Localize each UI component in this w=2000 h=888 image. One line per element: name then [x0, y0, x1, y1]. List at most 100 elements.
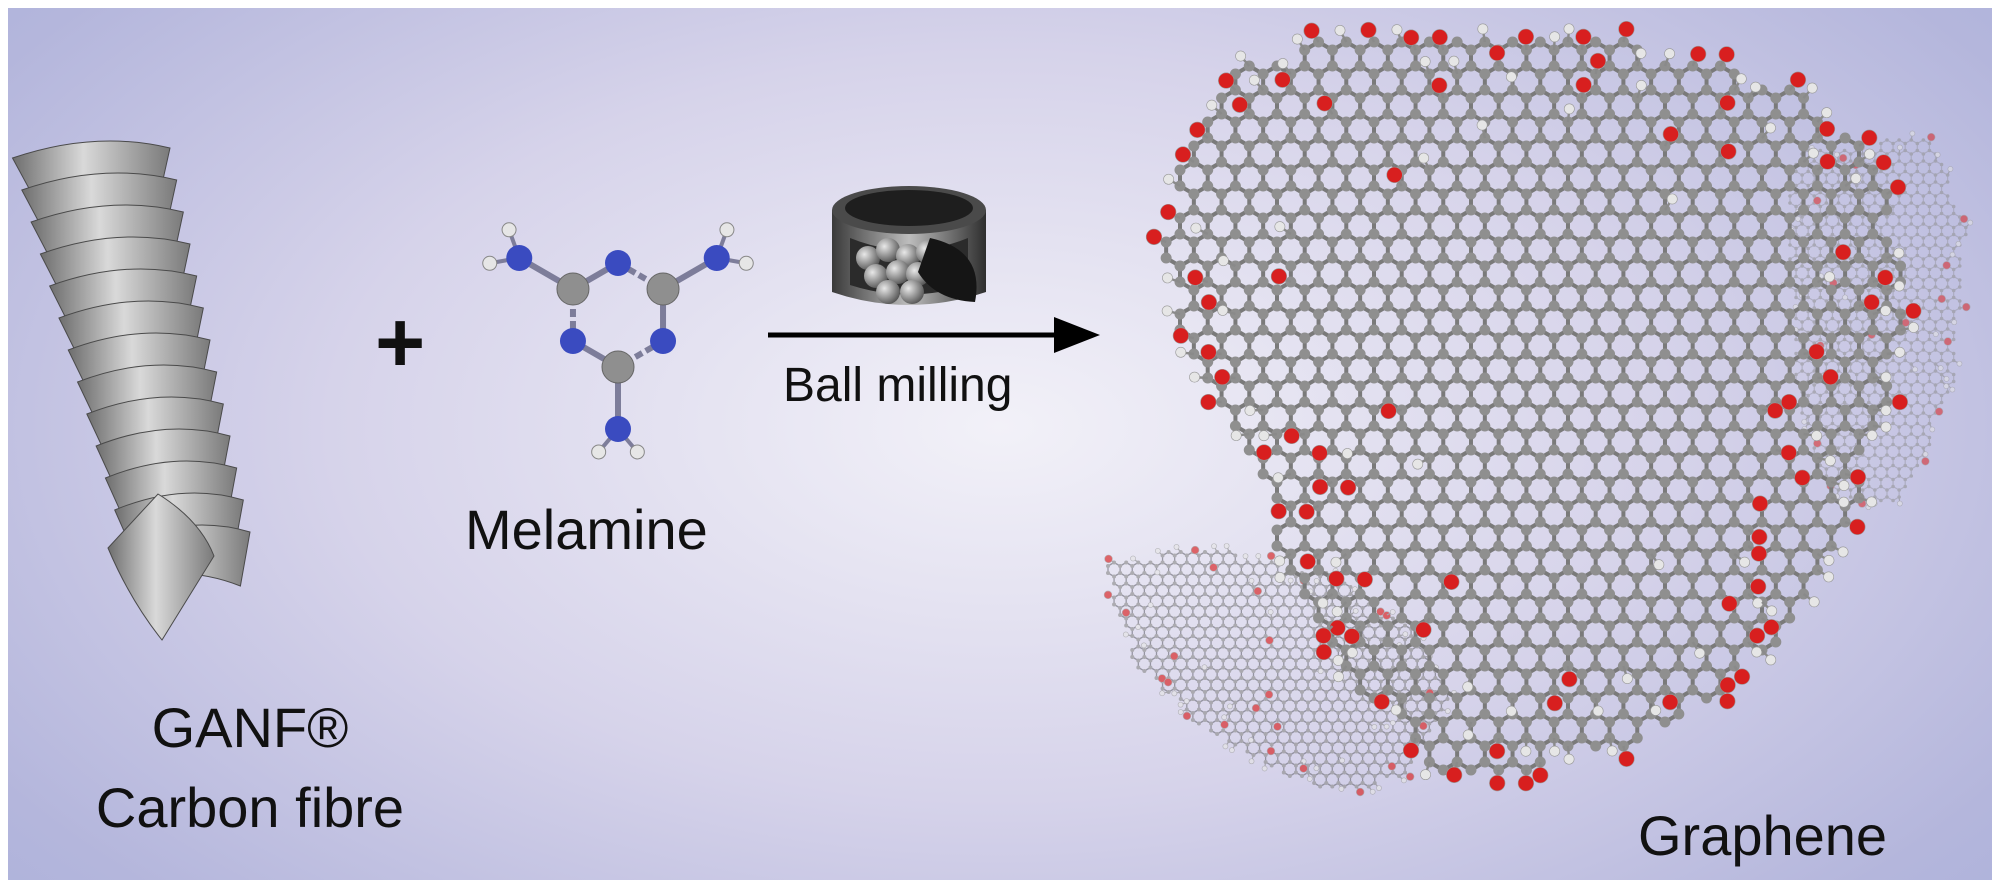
- graphene-carbon-atom: [1798, 524, 1810, 536]
- graphene-carbon-atom: [1590, 116, 1602, 128]
- graphene-carbon-atom: [1479, 660, 1491, 672]
- graphene-carbon-atom: [1927, 232, 1932, 237]
- graphene-carbon-atom: [1891, 414, 1895, 419]
- hydrogen-atom: [1227, 703, 1233, 710]
- graphene-carbon-atom: [1617, 548, 1629, 560]
- graphene-carbon-atom: [1313, 276, 1325, 288]
- graphene-carbon-atom: [1196, 574, 1201, 579]
- oxygen-atom: [1719, 94, 1736, 111]
- graphene-carbon-atom: [1251, 606, 1256, 610]
- graphene-carbon-atom: [1576, 588, 1588, 600]
- graphene-carbon-atom: [1534, 260, 1546, 272]
- graphene-carbon-atom: [1275, 613, 1280, 617]
- graphene-carbon-atom: [1451, 596, 1463, 608]
- graphene-carbon-atom: [1390, 728, 1395, 733]
- oxygen-atom: [1373, 693, 1390, 710]
- graphene-carbon-atom: [1215, 613, 1220, 617]
- graphene-carbon-atom: [1451, 708, 1463, 720]
- graphene-carbon-atom: [1897, 222, 1901, 226]
- graphene-carbon-atom: [1196, 679, 1201, 684]
- hydrogen-atom: [1135, 624, 1141, 630]
- graphene-carbon-atom: [1160, 595, 1165, 600]
- hydrogen-atom: [1880, 371, 1892, 383]
- graphene-carbon-atom: [1507, 228, 1519, 240]
- hydrogen-atom: [1162, 272, 1173, 284]
- graphene-carbon-atom: [1306, 686, 1311, 691]
- oxygen-atom: [1808, 343, 1825, 360]
- graphene-carbon-atom: [1275, 711, 1280, 715]
- oxygen-atom: [1231, 96, 1248, 113]
- graphene-carbon-atom: [1257, 658, 1262, 663]
- graphene-carbon-atom: [1714, 524, 1726, 536]
- graphene-carbon-atom: [1770, 332, 1782, 344]
- graphene-carbon-atom: [1927, 211, 1932, 216]
- hydrogen-atom: [482, 255, 498, 271]
- graphene-carbon-atom: [1229, 116, 1241, 128]
- graphene-carbon-atom: [1881, 332, 1893, 344]
- graphene-carbon-atom: [1382, 300, 1394, 312]
- graphene-carbon-atom: [1396, 308, 1408, 320]
- graphene-carbon-atom: [1451, 500, 1463, 512]
- graphene-carbon-atom: [1257, 581, 1262, 586]
- graphene-carbon-atom: [1770, 476, 1782, 488]
- graphene-carbon-atom: [1326, 428, 1338, 440]
- graphene-carbon-atom: [1184, 665, 1189, 670]
- graphene-carbon-atom: [1770, 156, 1782, 168]
- hydrogen-atom: [1563, 23, 1575, 35]
- graphene-carbon-atom: [1360, 711, 1365, 715]
- graphene-carbon-atom: [1576, 60, 1588, 72]
- graphene-carbon-atom: [1921, 348, 1926, 352]
- graphene-carbon-atom: [1879, 295, 1883, 300]
- nitrogen-atom: [703, 245, 730, 271]
- hydrogen-atom: [1352, 608, 1359, 614]
- graphene-carbon-atom: [1830, 183, 1835, 188]
- graphene-carbon-atom: [1939, 211, 1944, 216]
- graphene-carbon-atom: [1520, 236, 1532, 248]
- hydrogen-atom: [1391, 24, 1403, 36]
- graphene-carbon-atom: [1384, 648, 1389, 652]
- graphene-carbon-atom: [1848, 201, 1853, 205]
- graphene-carbon-atom: [1534, 308, 1546, 320]
- graphene-carbon-atom: [1330, 686, 1335, 691]
- graphene-carbon-atom: [1239, 634, 1244, 638]
- graphene-carbon-atom: [1396, 732, 1401, 736]
- graphene-carbon-atom: [1216, 236, 1228, 248]
- graphene-carbon-atom: [1493, 252, 1505, 264]
- graphene-carbon-atom: [1507, 468, 1519, 480]
- graphene-carbon-atom: [1701, 228, 1713, 240]
- graphene-carbon-atom: [1451, 84, 1463, 96]
- graphene-carbon-atom: [1410, 668, 1422, 680]
- graphene-carbon-atom: [1330, 728, 1335, 733]
- graphene-carbon-atom: [1160, 658, 1165, 663]
- graphene-carbon-atom: [1742, 156, 1754, 168]
- graphene-carbon-atom: [1933, 306, 1938, 310]
- graphene-carbon-atom: [1396, 68, 1408, 80]
- graphene-carbon-atom: [1299, 300, 1311, 312]
- graphene-carbon-atom: [1287, 739, 1292, 743]
- graphene-carbon-atom: [1951, 204, 1956, 209]
- graphene-carbon-atom: [1891, 232, 1895, 237]
- graphene-carbon-atom: [1825, 332, 1837, 344]
- graphene-carbon-atom: [1271, 540, 1283, 552]
- graphene-carbon-atom: [1836, 327, 1841, 331]
- graphene-carbon-atom: [1659, 540, 1671, 552]
- graphene-carbon-atom: [1873, 201, 1877, 205]
- graphene-carbon-atom: [1631, 332, 1643, 344]
- graphene-carbon-atom: [1848, 432, 1853, 436]
- hydrogen-atom: [1909, 130, 1916, 137]
- graphene-carbon-atom: [1824, 173, 1829, 177]
- graphene-carbon-atom: [1631, 524, 1643, 536]
- graphene-carbon-atom: [1382, 588, 1394, 600]
- graphene-carbon-atom: [1885, 446, 1889, 450]
- graphene-carbon-atom: [1251, 634, 1256, 638]
- graphene-carbon-atom: [1873, 243, 1877, 247]
- graphene-carbon-atom: [1423, 692, 1435, 704]
- graphene-carbon-atom: [1945, 369, 1950, 373]
- graphene-carbon-atom: [1285, 404, 1297, 416]
- graphene-carbon-atom: [1927, 141, 1932, 146]
- graphene-carbon-atom: [1245, 616, 1250, 621]
- graphene-carbon-atom: [1306, 602, 1311, 607]
- graphene-carbon-atom: [1340, 324, 1352, 336]
- graphene-carbon-atom: [1178, 669, 1183, 673]
